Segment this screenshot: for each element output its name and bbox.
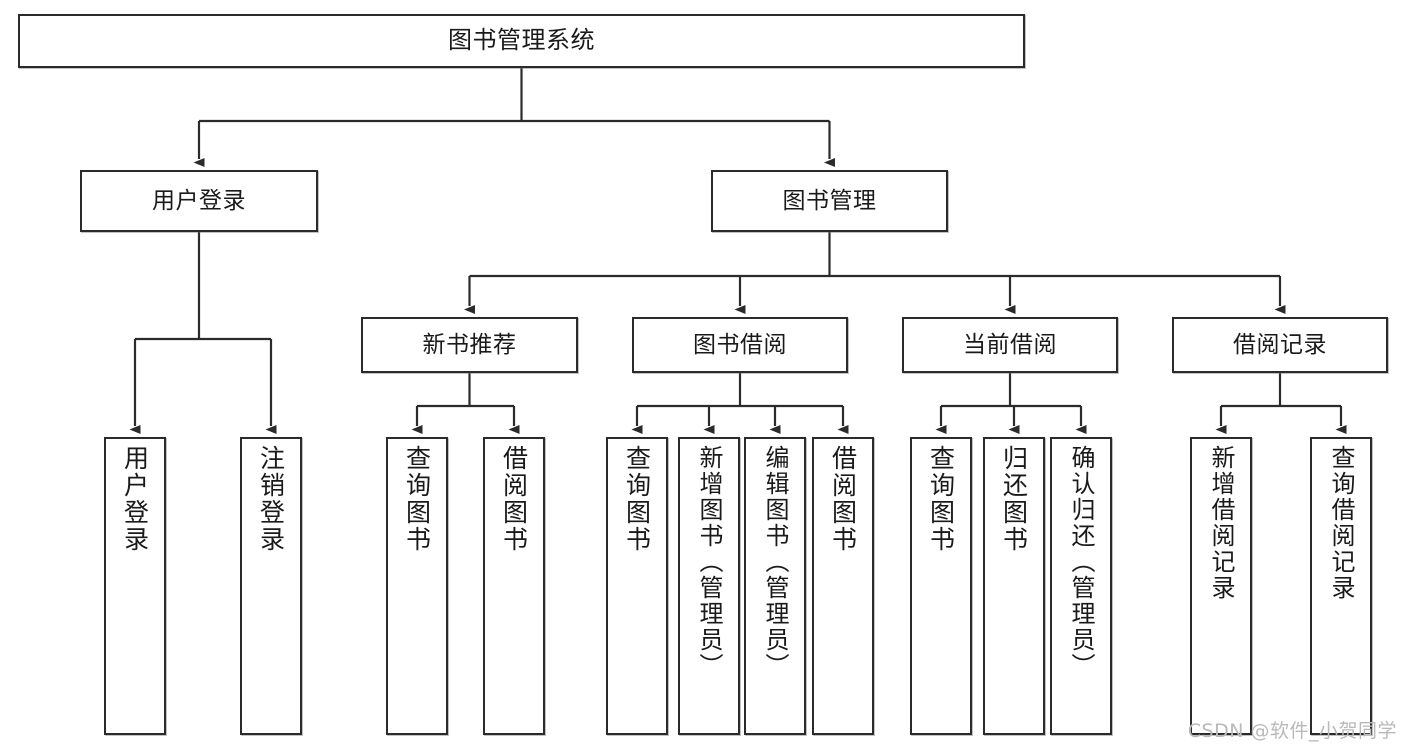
node-leaf-rec-borrow[interactable]: 借阅图书 xyxy=(483,437,545,735)
node-leaf-user-login[interactable]: 用户登录 xyxy=(104,437,166,735)
node-label: 用户登录 xyxy=(152,187,246,214)
node-label: 确认归还（管理员） xyxy=(1067,445,1095,679)
node-leaf-cb-confirm[interactable]: 确认归还（管理员） xyxy=(1050,437,1112,735)
node-label: 编辑图书（管理员） xyxy=(761,445,789,679)
node-label: 新书推荐 xyxy=(422,331,517,358)
node-leaf-bb-edit[interactable]: 编辑图书（管理员） xyxy=(744,437,806,735)
node-borrow-record[interactable]: 借阅记录 xyxy=(1172,317,1388,373)
node-label: 借阅记录 xyxy=(1233,331,1327,358)
node-leaf-bb-add[interactable]: 新增图书（管理员） xyxy=(678,437,740,735)
node-leaf-cb-query[interactable]: 查询图书 xyxy=(910,437,972,735)
node-leaf-bb-query[interactable]: 查询图书 xyxy=(606,437,668,735)
node-label: 查询图书 xyxy=(622,445,652,553)
node-label: 用户登录 xyxy=(120,445,150,553)
node-label: 查询借阅记录 xyxy=(1327,445,1355,601)
node-label: 查询图书 xyxy=(926,445,956,553)
node-label: 借阅图书 xyxy=(828,445,858,553)
node-leaf-br-add[interactable]: 新增借阅记录 xyxy=(1190,437,1252,735)
node-user-login[interactable]: 用户登录 xyxy=(80,170,318,232)
node-label: 图书管理 xyxy=(782,187,877,214)
node-leaf-rec-query[interactable]: 查询图书 xyxy=(386,437,448,735)
node-leaf-user-logout[interactable]: 注销登录 xyxy=(240,437,302,735)
node-book-manage[interactable]: 图书管理 xyxy=(711,170,948,232)
node-new-book-rec[interactable]: 新书推荐 xyxy=(361,317,578,373)
node-root[interactable]: 图书管理系统 xyxy=(18,14,1025,68)
watermark-text: CSDN @软件_小贺同学 xyxy=(1187,720,1397,742)
node-label: 图书借阅 xyxy=(693,331,787,358)
node-book-borrow[interactable]: 图书借阅 xyxy=(632,317,848,373)
node-label: 新增借阅记录 xyxy=(1207,445,1235,601)
node-label: 注销登录 xyxy=(256,445,286,553)
node-label: 查询图书 xyxy=(402,445,432,553)
node-leaf-cb-return[interactable]: 归还图书 xyxy=(983,437,1045,735)
node-current-borrow[interactable]: 当前借阅 xyxy=(902,317,1118,373)
node-label: 图书管理系统 xyxy=(448,26,595,55)
node-label: 当前借阅 xyxy=(963,331,1057,358)
node-leaf-br-query[interactable]: 查询借阅记录 xyxy=(1310,437,1372,735)
node-leaf-bb-borrow[interactable]: 借阅图书 xyxy=(812,437,874,735)
node-label: 借阅图书 xyxy=(499,445,529,553)
node-label: 归还图书 xyxy=(999,445,1029,553)
node-label: 新增图书（管理员） xyxy=(695,445,723,679)
